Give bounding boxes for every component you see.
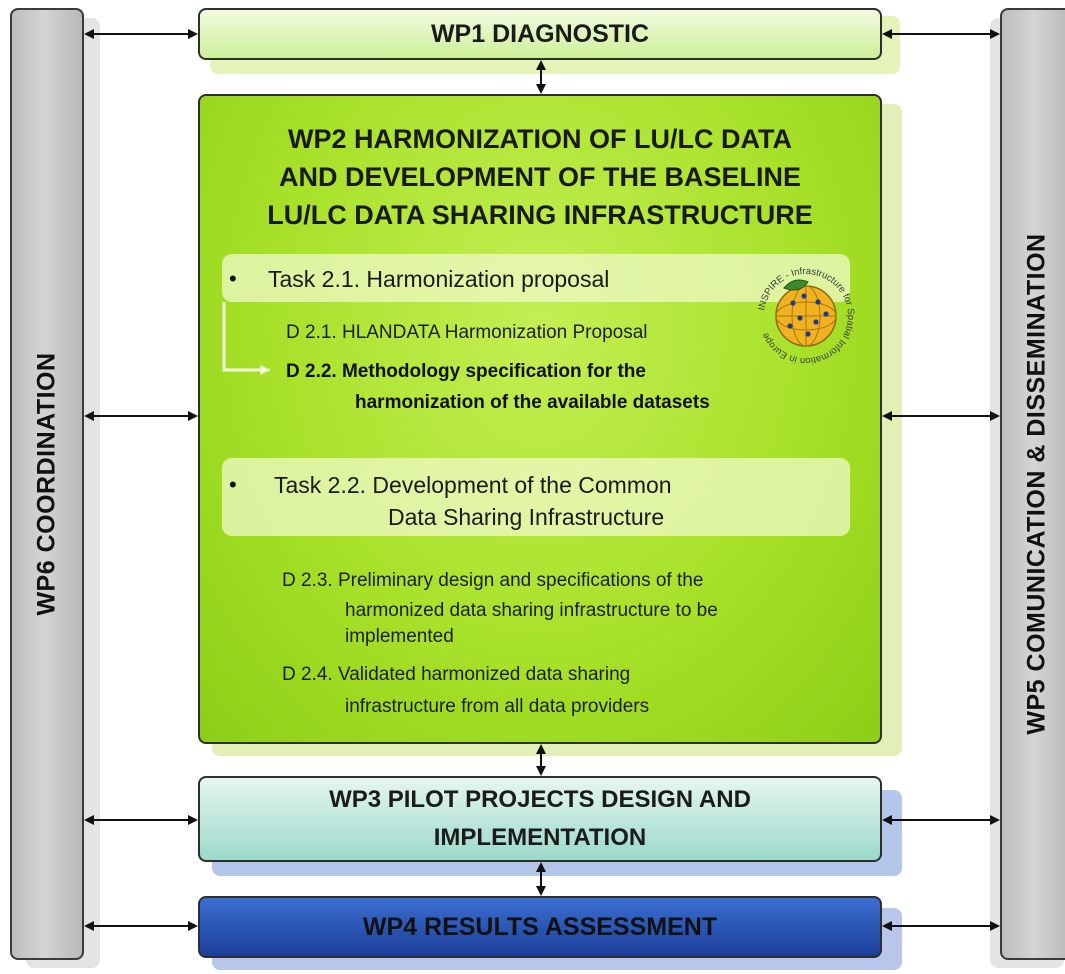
wp2-title: WP2 HARMONIZATION OF LU/LC DATA AND DEVE… [200,120,880,234]
task-2-1-bullet: • [229,266,237,291]
deliverable-2-4-cont: infrastructure from all data providers [345,696,650,717]
task-2-2-box [222,458,850,536]
deliverable-2-1: D 2.1. HLANDATA Harmonization Proposal [286,322,648,343]
wp3-label-line: IMPLEMENTATION [433,824,647,851]
task-2-2-label-line1: Task 2.2. Development of the Common [274,472,672,498]
deliverable-2-4: D 2.4. Validated harmonized data sharing [282,664,631,685]
wp2-harmonization-box: WP2 HARMONIZATION OF LU/LC DATA AND DEVE… [198,94,882,744]
task-2-2-label-line2: Data Sharing Infrastructure [388,504,665,530]
deliverable-2-3-cont2: implemented [345,626,454,647]
wp2-title-line: LU/LC DATA SHARING INFRASTRUCTURE [267,200,813,230]
wp2-title-line: AND DEVELOPMENT OF THE BASELINE [278,162,802,192]
wp4-results-assessment-box: WP4 RESULTS ASSESSMENT [198,896,882,958]
task-2-1-to-d2-2-arrow [222,302,270,370]
inspire-logo-icon: INSPIRE - Infrastructure for Spatial Inf… [756,266,856,366]
deliverable-2-2-cont: harmonization of the available datasets [355,392,710,413]
wp5-communication-bar: WP5 COMUNICATION & DISSEMINATION [1000,8,1065,960]
task-2-1-label: Task 2.1. Harmonization proposal [268,266,610,292]
task-2-2-bullet: • [229,472,237,497]
wp6-coordination-bar: WP6 COORDINATION [10,8,84,960]
wp3-pilot-projects-box: WP3 PILOT PROJECTS DESIGN AND IMPLEMENTA… [198,776,882,862]
wp1-diagnostic-box: WP1 DIAGNOSTIC [198,8,882,60]
wp1-label: WP1 DIAGNOSTIC [430,19,650,48]
deliverable-2-3: D 2.3. Preliminary design and specificat… [282,570,704,591]
wp4-label: WP4 RESULTS ASSESSMENT [362,912,718,941]
deliverable-2-2: D 2.2. Methodology specification for the [286,361,646,382]
deliverable-2-3-cont1: harmonized data sharing infrastructure t… [345,600,718,621]
wp3-label-line: WP3 PILOT PROJECTS DESIGN AND [329,786,751,813]
task-2-1-box [222,254,850,302]
wp2-title-line: WP2 HARMONIZATION OF LU/LC DATA [288,124,792,154]
